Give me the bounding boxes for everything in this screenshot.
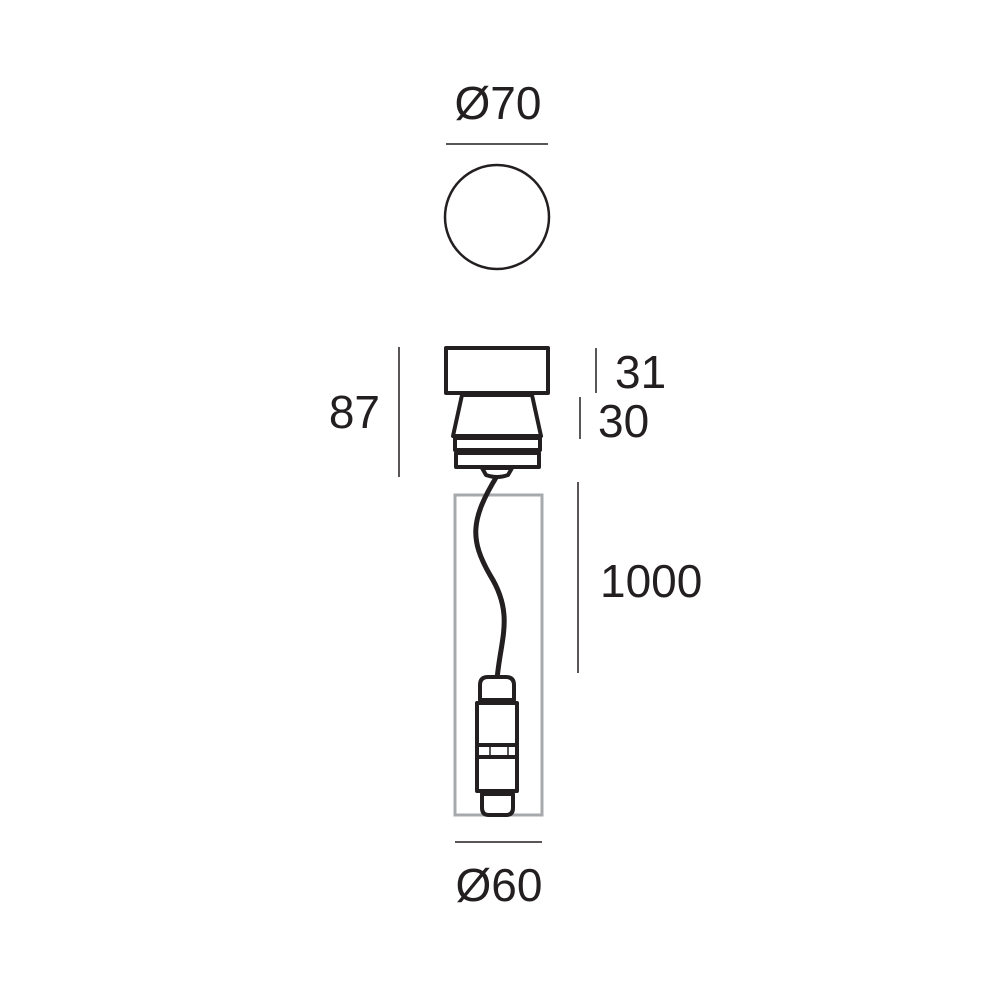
lamp-head: [444, 346, 550, 479]
cable: [473, 474, 507, 681]
top-diameter-label: Ø70: [455, 77, 542, 129]
body-height-label: 30: [598, 395, 649, 447]
cable-connector: [475, 675, 519, 817]
total-height-label: 87: [329, 386, 380, 438]
cable-length-label: 1000: [600, 555, 702, 607]
top-view-circle: [443, 163, 551, 271]
base-diameter-label: Ø60: [456, 859, 543, 911]
head-height-label: 31: [615, 346, 666, 398]
